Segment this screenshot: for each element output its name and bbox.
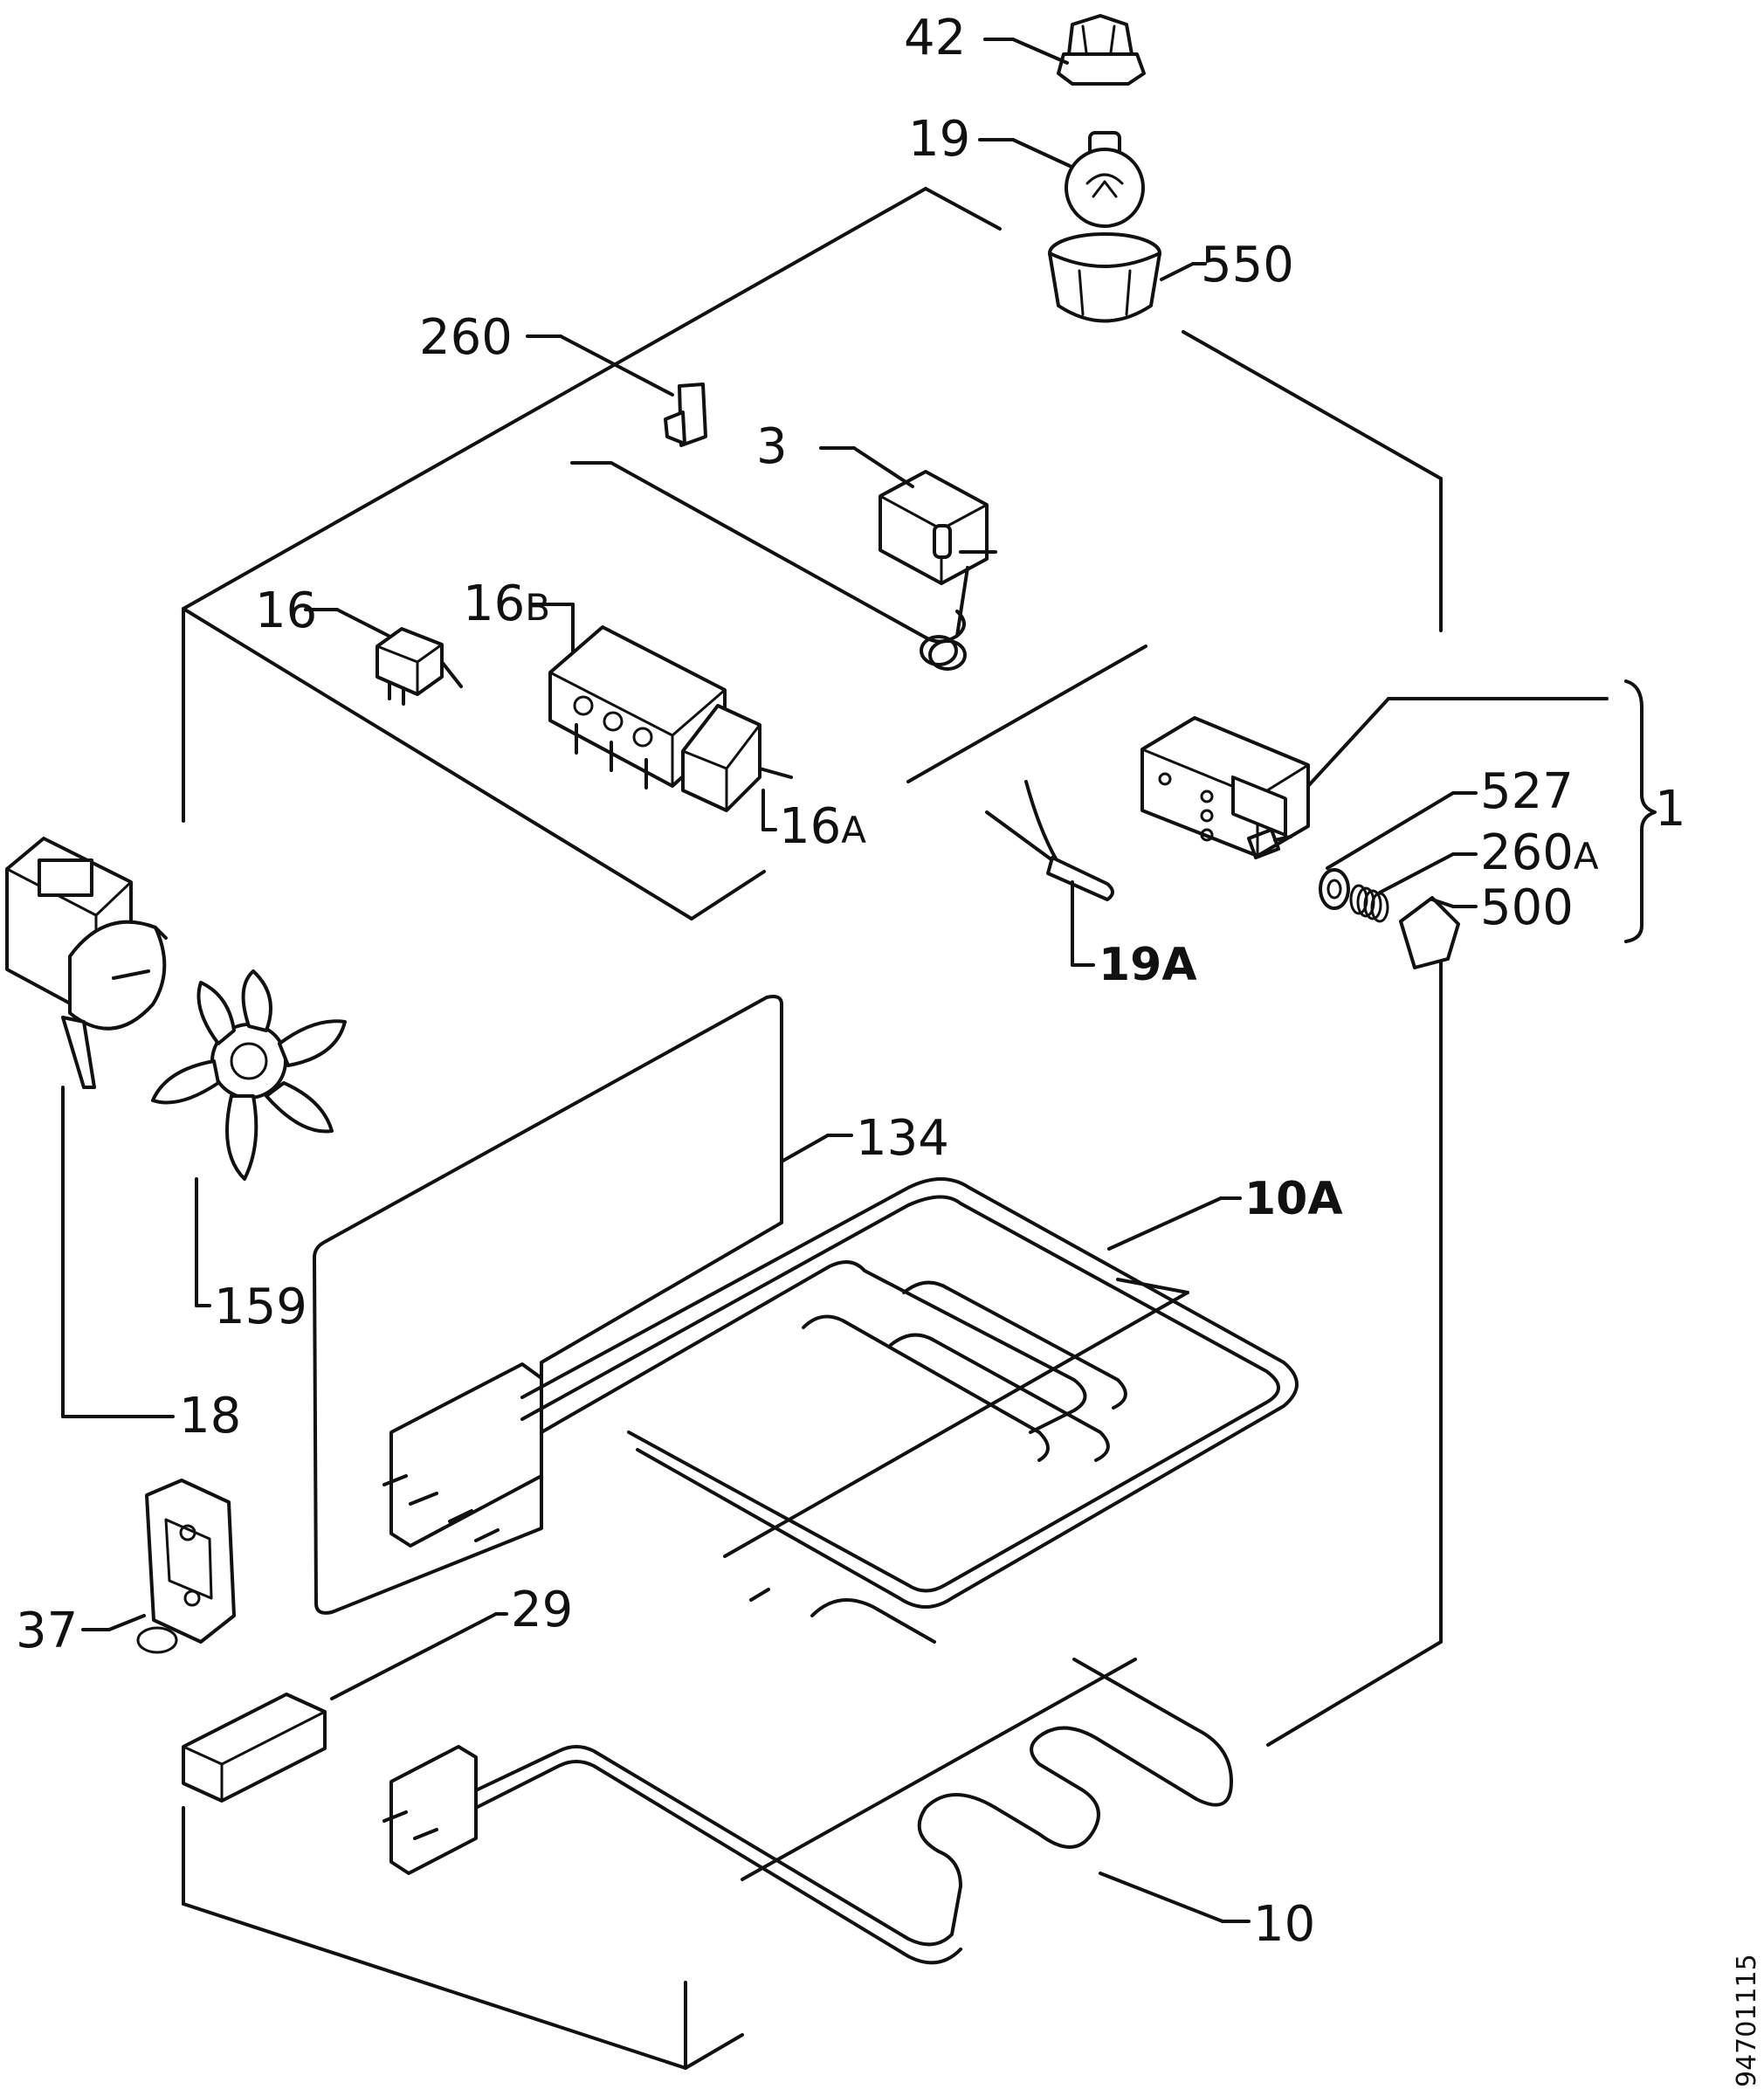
label-260: 260 xyxy=(419,309,513,366)
lamp-cover-part-550 xyxy=(1048,232,1207,323)
label-10a: 10A xyxy=(1244,1173,1343,1225)
part-labels: 42 19 550 260 3 16 16B 16A 1 527 260A 50… xyxy=(16,10,1762,2087)
switch-part-16a xyxy=(681,704,793,831)
clip-part-260 xyxy=(526,334,707,447)
label-18: 18 xyxy=(179,1388,241,1444)
fan-blade-part-159 xyxy=(151,969,347,1307)
label-37: 37 xyxy=(16,1603,78,1659)
spring-part-260a xyxy=(1349,852,1478,923)
label-159: 159 xyxy=(214,1279,307,1335)
terminal-block-part-29 xyxy=(182,1612,508,1803)
label-16a: 16A xyxy=(779,798,866,855)
label-1: 1 xyxy=(1655,781,1686,838)
label-19: 19 xyxy=(908,111,970,168)
label-134: 134 xyxy=(856,1110,949,1167)
label-500: 500 xyxy=(1480,879,1574,936)
ring-part-527 xyxy=(1319,791,1478,910)
label-10: 10 xyxy=(1253,1896,1315,1953)
bulb-part-19 xyxy=(978,131,1145,228)
housing-outline xyxy=(182,187,1443,2070)
switch-part-16 xyxy=(304,608,463,706)
timer-module-part-1 xyxy=(1140,679,1657,943)
heating-element-part-10 xyxy=(382,1588,1251,1965)
label-42: 42 xyxy=(904,10,966,66)
thermostat-part-3 xyxy=(570,446,997,671)
label-16b: 16B xyxy=(463,576,550,632)
fan-motor-part-18 xyxy=(5,837,175,1418)
fan-bracket-part-37 xyxy=(81,1479,236,1654)
document-code: 94701115 xyxy=(1732,1954,1762,2087)
label-3: 3 xyxy=(756,418,788,475)
label-16: 16 xyxy=(255,583,317,639)
label-550: 550 xyxy=(1201,237,1294,293)
knob-part-500 xyxy=(1399,896,1478,969)
label-527: 527 xyxy=(1480,763,1574,820)
label-260a: 260A xyxy=(1480,824,1599,881)
sensor-probe-part-19a xyxy=(985,780,1114,967)
grill-element-part-10a xyxy=(382,1177,1299,1609)
lamp-holder-part-42 xyxy=(983,14,1146,86)
label-29: 29 xyxy=(511,1582,573,1638)
label-19a: 19A xyxy=(1099,939,1197,991)
